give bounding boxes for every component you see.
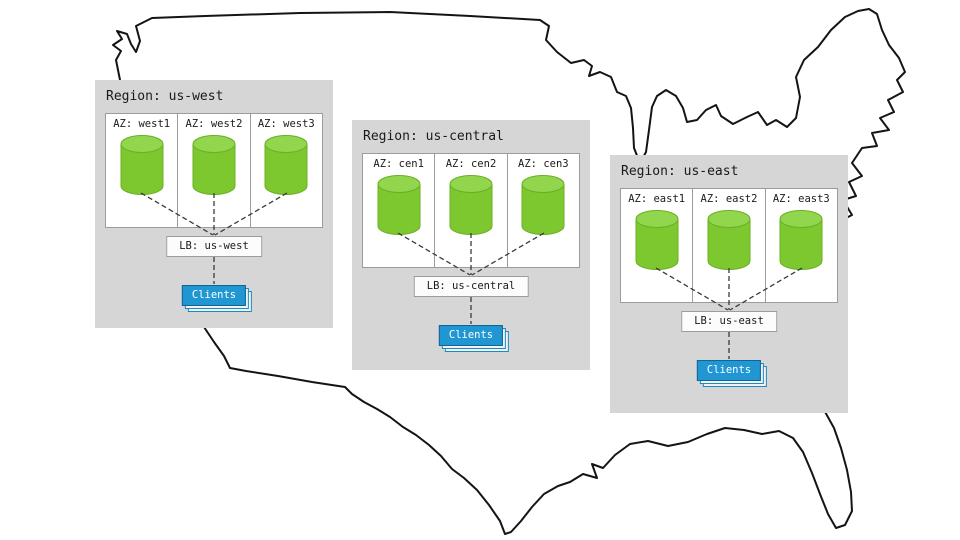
database-cylinder-icon (707, 210, 751, 270)
az-box: AZ: cen3 (506, 153, 580, 268)
database-cylinder-icon (264, 135, 308, 195)
load-balancer-box: LB: us-east (681, 311, 777, 332)
database-cylinder-icon (449, 175, 493, 235)
az-label: AZ: cen3 (518, 158, 569, 170)
az-row: AZ: west1 AZ: west2 AZ: west3 (105, 113, 323, 228)
az-box: AZ: west1 (105, 113, 179, 228)
az-box: AZ: west3 (249, 113, 323, 228)
az-row: AZ: cen1 AZ: cen2 AZ: cen3 (362, 153, 580, 268)
az-label: AZ: west2 (185, 118, 243, 130)
region-title: Region: us-central (363, 129, 504, 144)
az-label: AZ: cen1 (373, 158, 424, 170)
az-box: AZ: east2 (692, 188, 766, 303)
az-box: AZ: east1 (620, 188, 694, 303)
database-cylinder-icon (120, 135, 164, 195)
az-label: AZ: east2 (700, 193, 758, 205)
clients-box: Clients (696, 360, 762, 381)
database-cylinder-icon (635, 210, 679, 270)
az-box: AZ: cen1 (362, 153, 436, 268)
az-box: AZ: west2 (177, 113, 251, 228)
region-us-central: Region: us-central AZ: cen1 AZ: cen2 AZ:… (352, 120, 590, 370)
database-cylinder-icon (192, 135, 236, 195)
region-us-west: Region: us-west AZ: west1 AZ: west2 AZ: … (95, 80, 333, 328)
az-label: AZ: east3 (772, 193, 830, 205)
clients-box: Clients (438, 325, 504, 346)
region-title: Region: us-east (621, 164, 739, 179)
database-cylinder-icon (779, 210, 823, 270)
region-us-east: Region: us-east AZ: east1 AZ: east2 AZ: … (610, 155, 848, 413)
az-label: AZ: west1 (113, 118, 171, 130)
az-label: AZ: cen2 (445, 158, 497, 170)
az-row: AZ: east1 AZ: east2 AZ: east3 (620, 188, 838, 303)
database-cylinder-icon (521, 175, 565, 235)
az-box: AZ: cen2 (434, 153, 508, 268)
clients-box: Clients (181, 285, 247, 306)
load-balancer-box: LB: us-west (166, 236, 262, 257)
az-box: AZ: east3 (764, 188, 838, 303)
az-label: AZ: east1 (628, 193, 686, 205)
load-balancer-box: LB: us-central (413, 276, 529, 297)
region-title: Region: us-west (106, 89, 224, 104)
database-cylinder-icon (377, 175, 421, 235)
az-label: AZ: west3 (257, 118, 315, 130)
